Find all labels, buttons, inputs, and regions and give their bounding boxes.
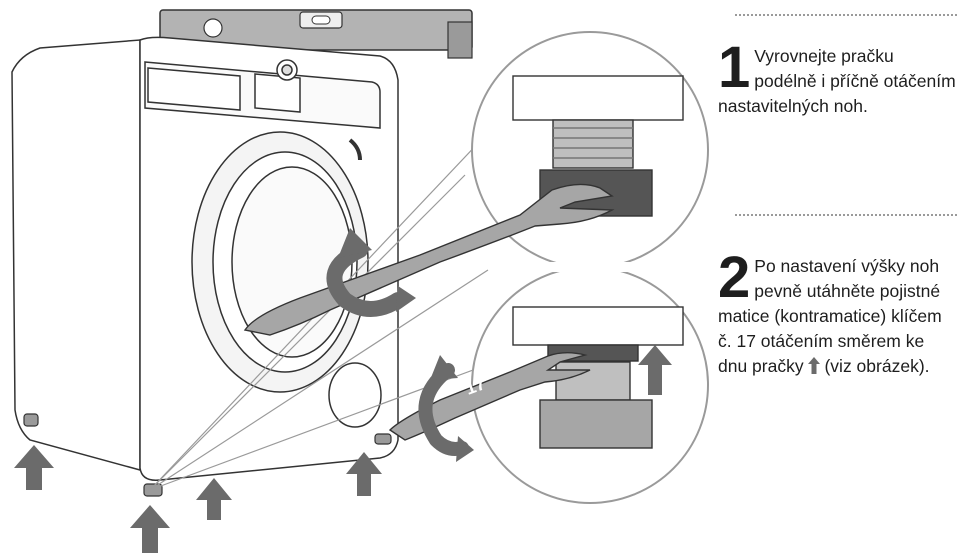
step-2: 2 Po nastavení výšky noh pevně utáhněte …: [718, 245, 958, 379]
divider-top: [735, 14, 957, 16]
up-arrow-icon: [638, 345, 672, 395]
divider-middle: [735, 214, 957, 216]
step-2-text: Po nastavení výšky noh pevně utáhněte po…: [718, 256, 942, 376]
spirit-level: [159, 9, 473, 59]
step-2-suffix: (viz obrázek).: [824, 356, 930, 376]
up-arrow-icon: [14, 445, 382, 553]
lower-foot-detail: [512, 306, 684, 449]
step-2-number: 2: [718, 245, 751, 310]
step-1-number: 1: [718, 35, 751, 100]
rotate-arrow-icon: [418, 363, 469, 456]
rotate-arrow-icon: [326, 242, 406, 317]
washing-machine: [11, 36, 399, 481]
leveling-illustration: 32 17: [11, 9, 709, 553]
up-arrow-icon: [808, 357, 821, 374]
step-1-text: Vyrovnejte pračku podélně i příčně otáče…: [718, 46, 956, 116]
step-1: 1 Vyrovnejte pračku podélně i příčně otá…: [718, 35, 958, 119]
